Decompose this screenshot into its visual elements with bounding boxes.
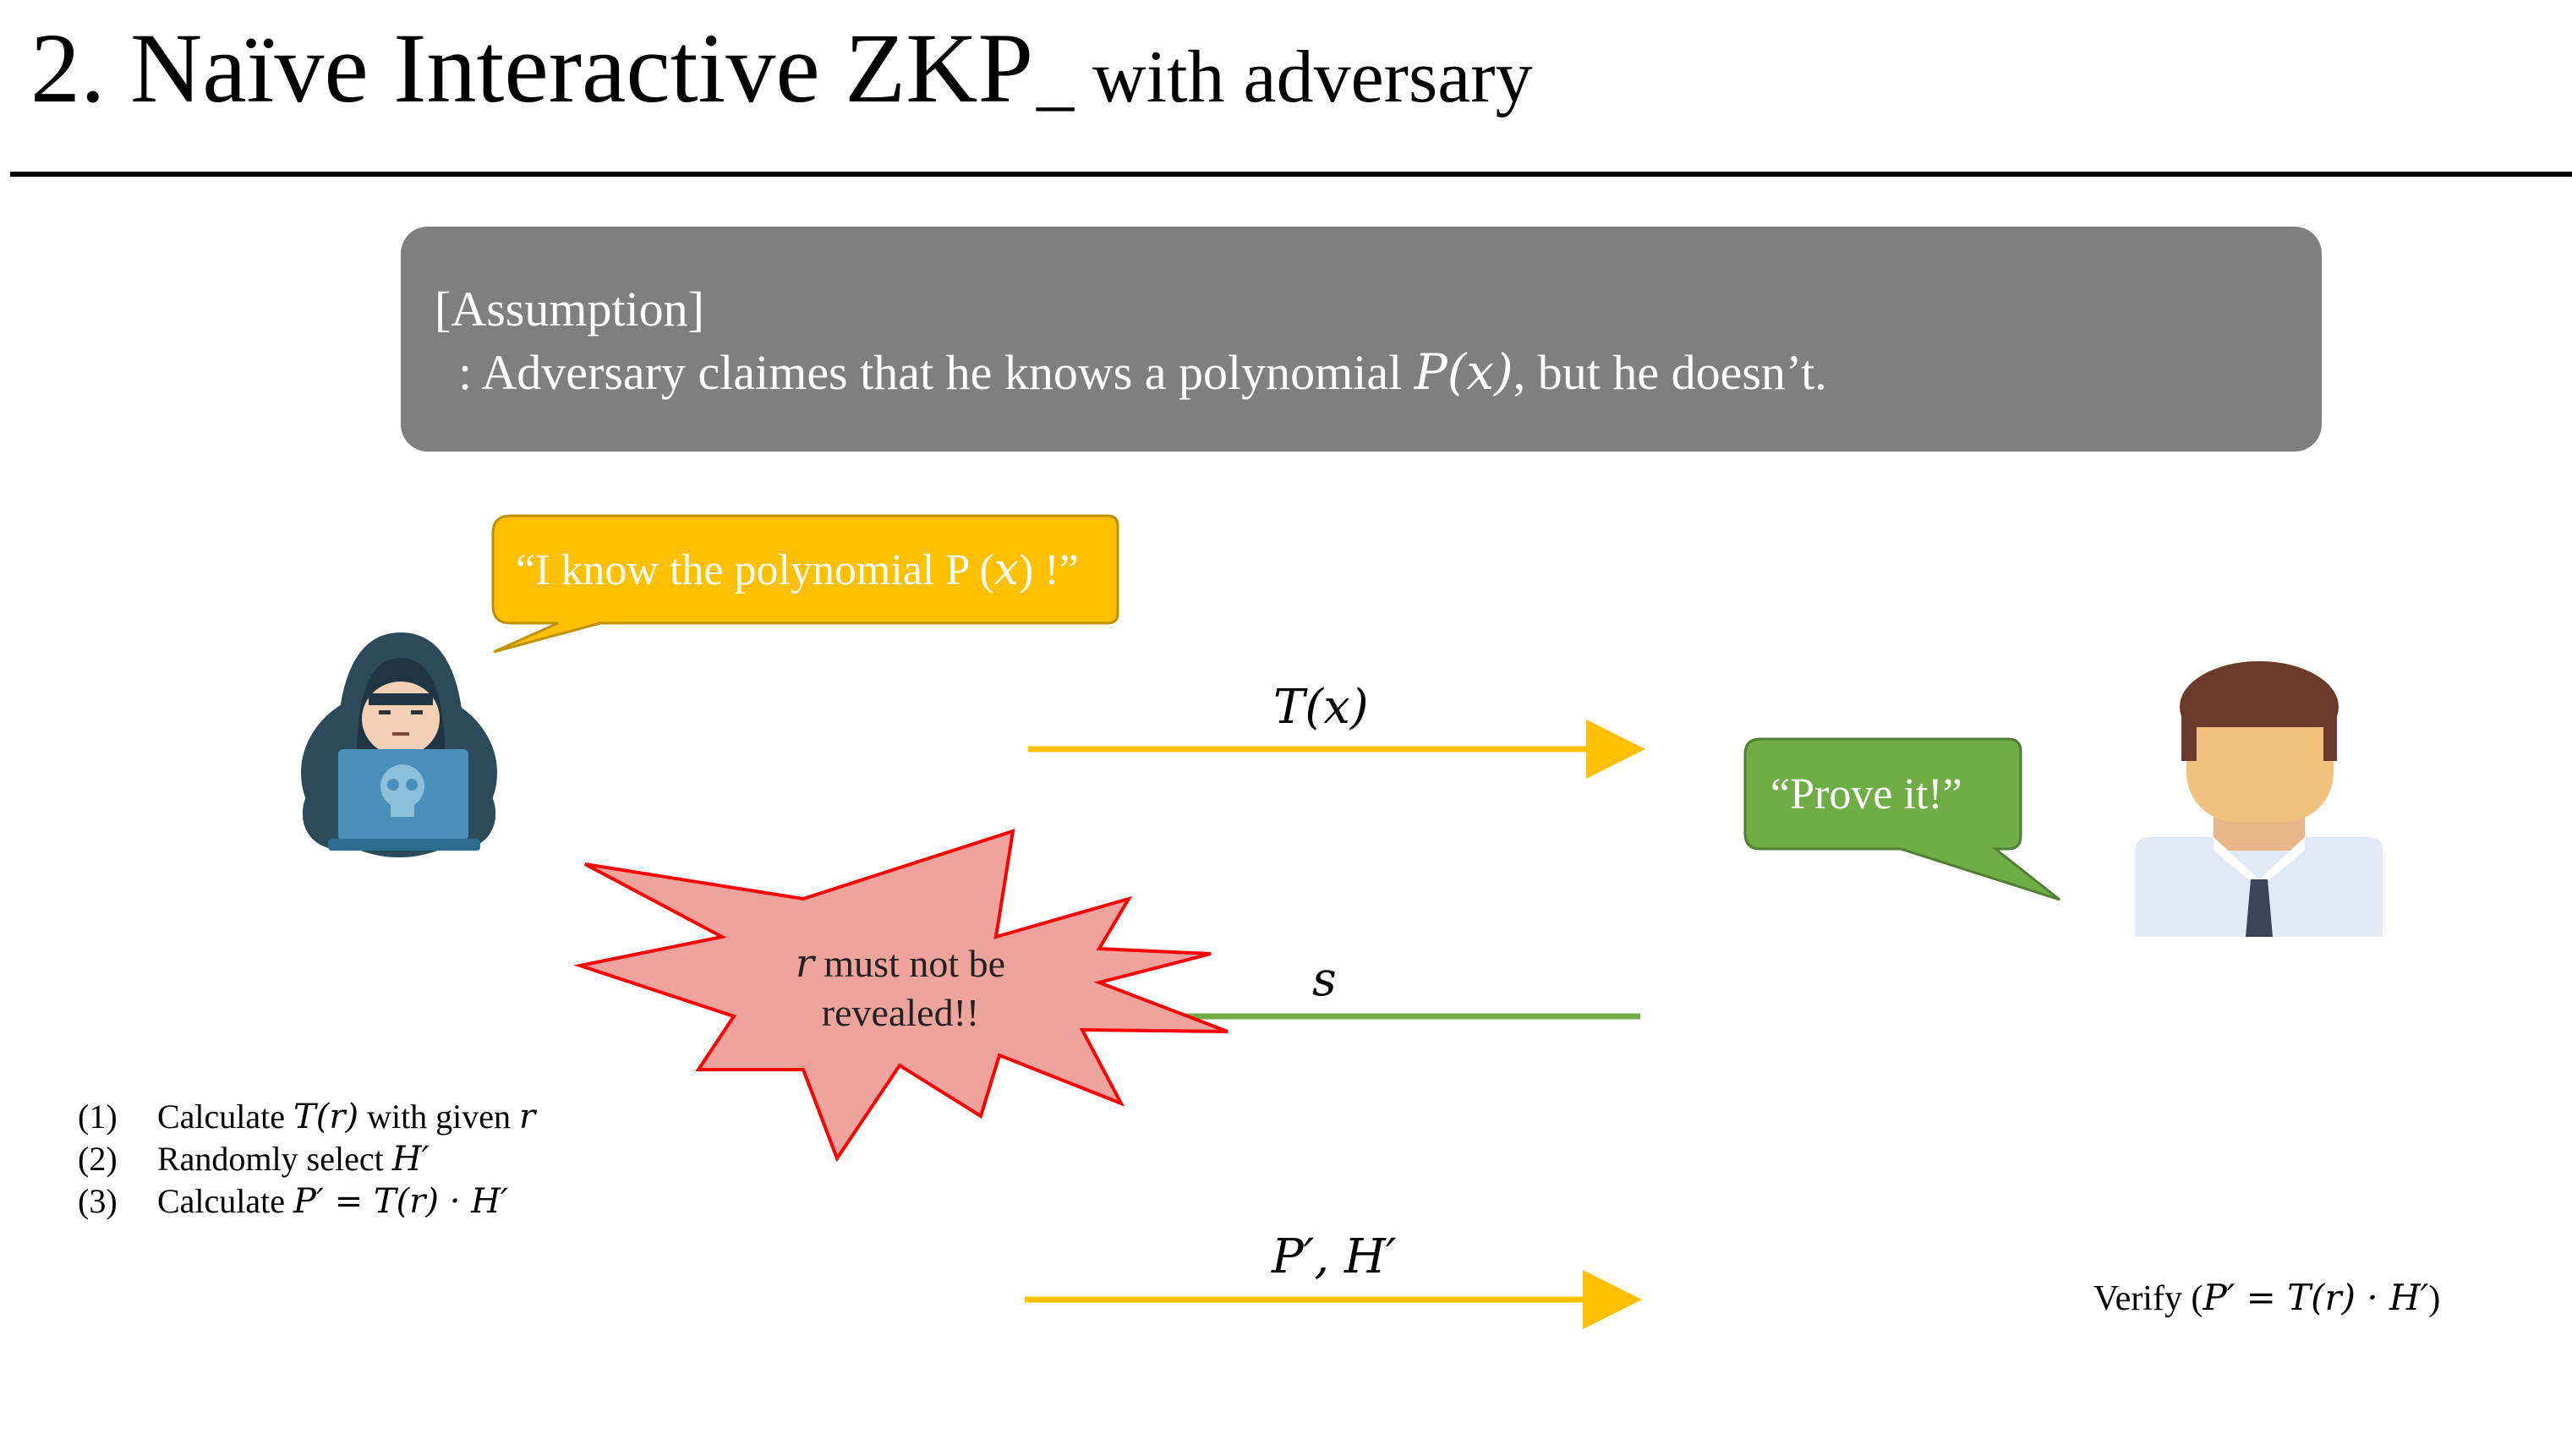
warning-burst — [573, 829, 1229, 1163]
step-3-num: (3) — [78, 1182, 118, 1220]
verifier-speech-text: “Prove it!” — [1770, 770, 1962, 818]
step-3: (3) Calculate P′ = T(r) · H′ — [78, 1180, 535, 1223]
assumption-text-before: : Adversary claimes that he knows a poly… — [458, 345, 1415, 400]
slide-title-sub: _ with adversary — [1037, 36, 1533, 118]
title-underline — [10, 172, 2572, 177]
step-1-text-mid: with given — [358, 1097, 520, 1136]
warning-var: r — [795, 940, 814, 986]
adversary-speech-bubble — [491, 514, 1119, 654]
step-1-math: T(r) — [293, 1097, 359, 1136]
slide-title: 2. Naïve Interactive ZKP _ with adversar… — [30, 19, 1533, 118]
step-3-math: P′ = T(r) · H′ — [293, 1182, 509, 1221]
businessman-icon — [2135, 661, 2383, 937]
adversary-speech-after: ) !” — [1018, 546, 1079, 594]
label-t-of-x: T(x) — [1273, 680, 1369, 735]
step-2-num: (2) — [78, 1140, 118, 1178]
assumption-math: P(x) — [1414, 343, 1513, 401]
assumption-text: : Adversary claimes that he knows a poly… — [458, 343, 1827, 401]
step-3-text: Calculate — [157, 1182, 294, 1220]
adversary-speech-math: x — [993, 545, 1019, 595]
verify-label: Verify ( — [2093, 1279, 2203, 1318]
step-2-math: H′ — [391, 1140, 430, 1179]
step-2-text: Randomly select — [157, 1140, 392, 1178]
adversary-speech-before: “I know the polynomial P ( — [516, 546, 994, 594]
slide-title-main: 2. Naïve Interactive ZKP — [30, 13, 1034, 123]
label-s: s — [1312, 952, 1337, 1007]
adversary-steps: (1) Calculate T(r) with given r (2) Random… — [78, 1096, 535, 1223]
step-1-math2: r — [519, 1097, 536, 1136]
warning-line2: revealed!! — [821, 991, 980, 1034]
step-1: (1) Calculate T(r) with given r — [78, 1096, 535, 1138]
warning-line1: must not be — [813, 942, 1006, 985]
verify-close: ) — [2428, 1279, 2441, 1318]
warning-text: r must not be revealed!! — [744, 939, 1057, 1037]
label-p-h: P′, H′ — [1272, 1229, 1397, 1284]
step-2: (2) Randomly select H′ — [78, 1138, 535, 1180]
adversary-speech-text: “I know the polynomial P (x) !” — [516, 545, 1079, 595]
hacker-icon — [301, 632, 497, 857]
verify-math: P′ = T(r) · H′ — [2203, 1277, 2429, 1318]
assumption-box: [Assumption] : Adversary claimes that he… — [401, 227, 2322, 452]
step-1-num: (1) — [78, 1097, 118, 1136]
verify-text: Verify (P′ = T(r) · H′) — [2093, 1277, 2440, 1319]
verifier-speech-bubble — [1743, 737, 2060, 901]
assumption-heading: [Assumption] — [435, 282, 704, 337]
assumption-text-after: , but he doesn’t. — [1513, 345, 1827, 400]
step-1-text: Calculate — [157, 1097, 294, 1136]
